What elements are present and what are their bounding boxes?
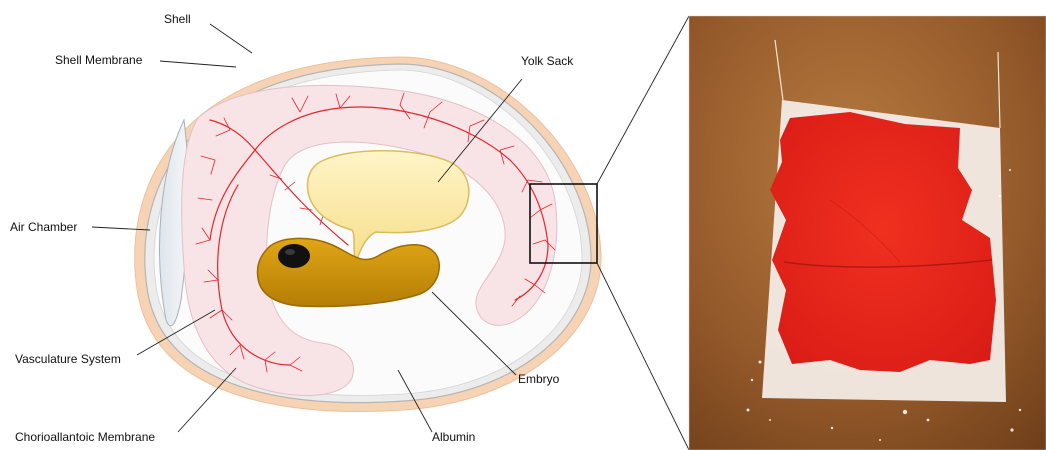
zoom-line-top xyxy=(597,16,689,184)
embryo-eye xyxy=(278,244,310,268)
leader-shell-membrane xyxy=(160,61,236,67)
label-albumin: Albumin xyxy=(432,430,475,444)
label-yolk-sack: Yolk Sack xyxy=(521,54,574,68)
label-vasculature-system: Vasculature System xyxy=(15,352,121,366)
label-embryo: Embryo xyxy=(518,372,560,386)
label-shell: Shell xyxy=(164,12,191,26)
cam-photo xyxy=(689,16,1046,450)
label-shell-membrane: Shell Membrane xyxy=(55,53,143,67)
zoom-line-bottom xyxy=(597,263,689,450)
egg xyxy=(135,57,601,411)
label-air-chamber: Air Chamber xyxy=(10,220,77,234)
leader-shell xyxy=(210,24,252,53)
label-chorioallantoic-membrane: Chorioallantoic Membrane xyxy=(15,430,155,444)
